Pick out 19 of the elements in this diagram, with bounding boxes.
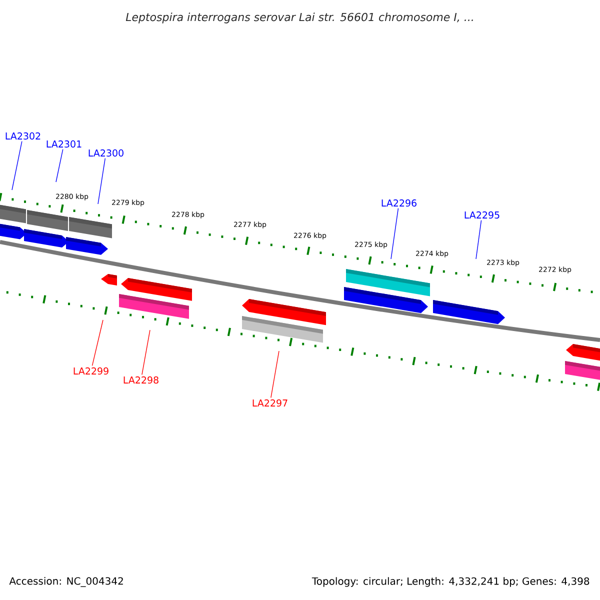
gene-label: LA2300 — [88, 149, 124, 157]
gene-label: LA2295 — [464, 211, 500, 219]
leader-line — [56, 148, 64, 182]
leader-line — [92, 320, 104, 366]
leader-line — [142, 330, 150, 376]
gene-label: LA2296 — [382, 199, 416, 207]
leader-line — [98, 158, 106, 204]
leader-line — [12, 140, 22, 190]
leader-line — [390, 208, 399, 260]
footer-text: Accession: NC_004342 — [9, 577, 123, 587]
leader-line — [476, 220, 482, 260]
title: Leptospira interrogans serovar Lai str. 56601 chromosome I, ... — [126, 12, 473, 24]
gene-label: LA2299 — [74, 367, 108, 375]
gene-label: LA2302 — [6, 132, 40, 140]
gene-label: LA2301 — [46, 140, 82, 148]
footer-text: Topology: circular; Length: 4,332,241 bp; Genes: 4,398 — [312, 577, 590, 587]
leader-line — [270, 350, 280, 398]
gene-label: LA2298 — [124, 376, 158, 384]
gene-label: LA2297 — [252, 399, 288, 407]
